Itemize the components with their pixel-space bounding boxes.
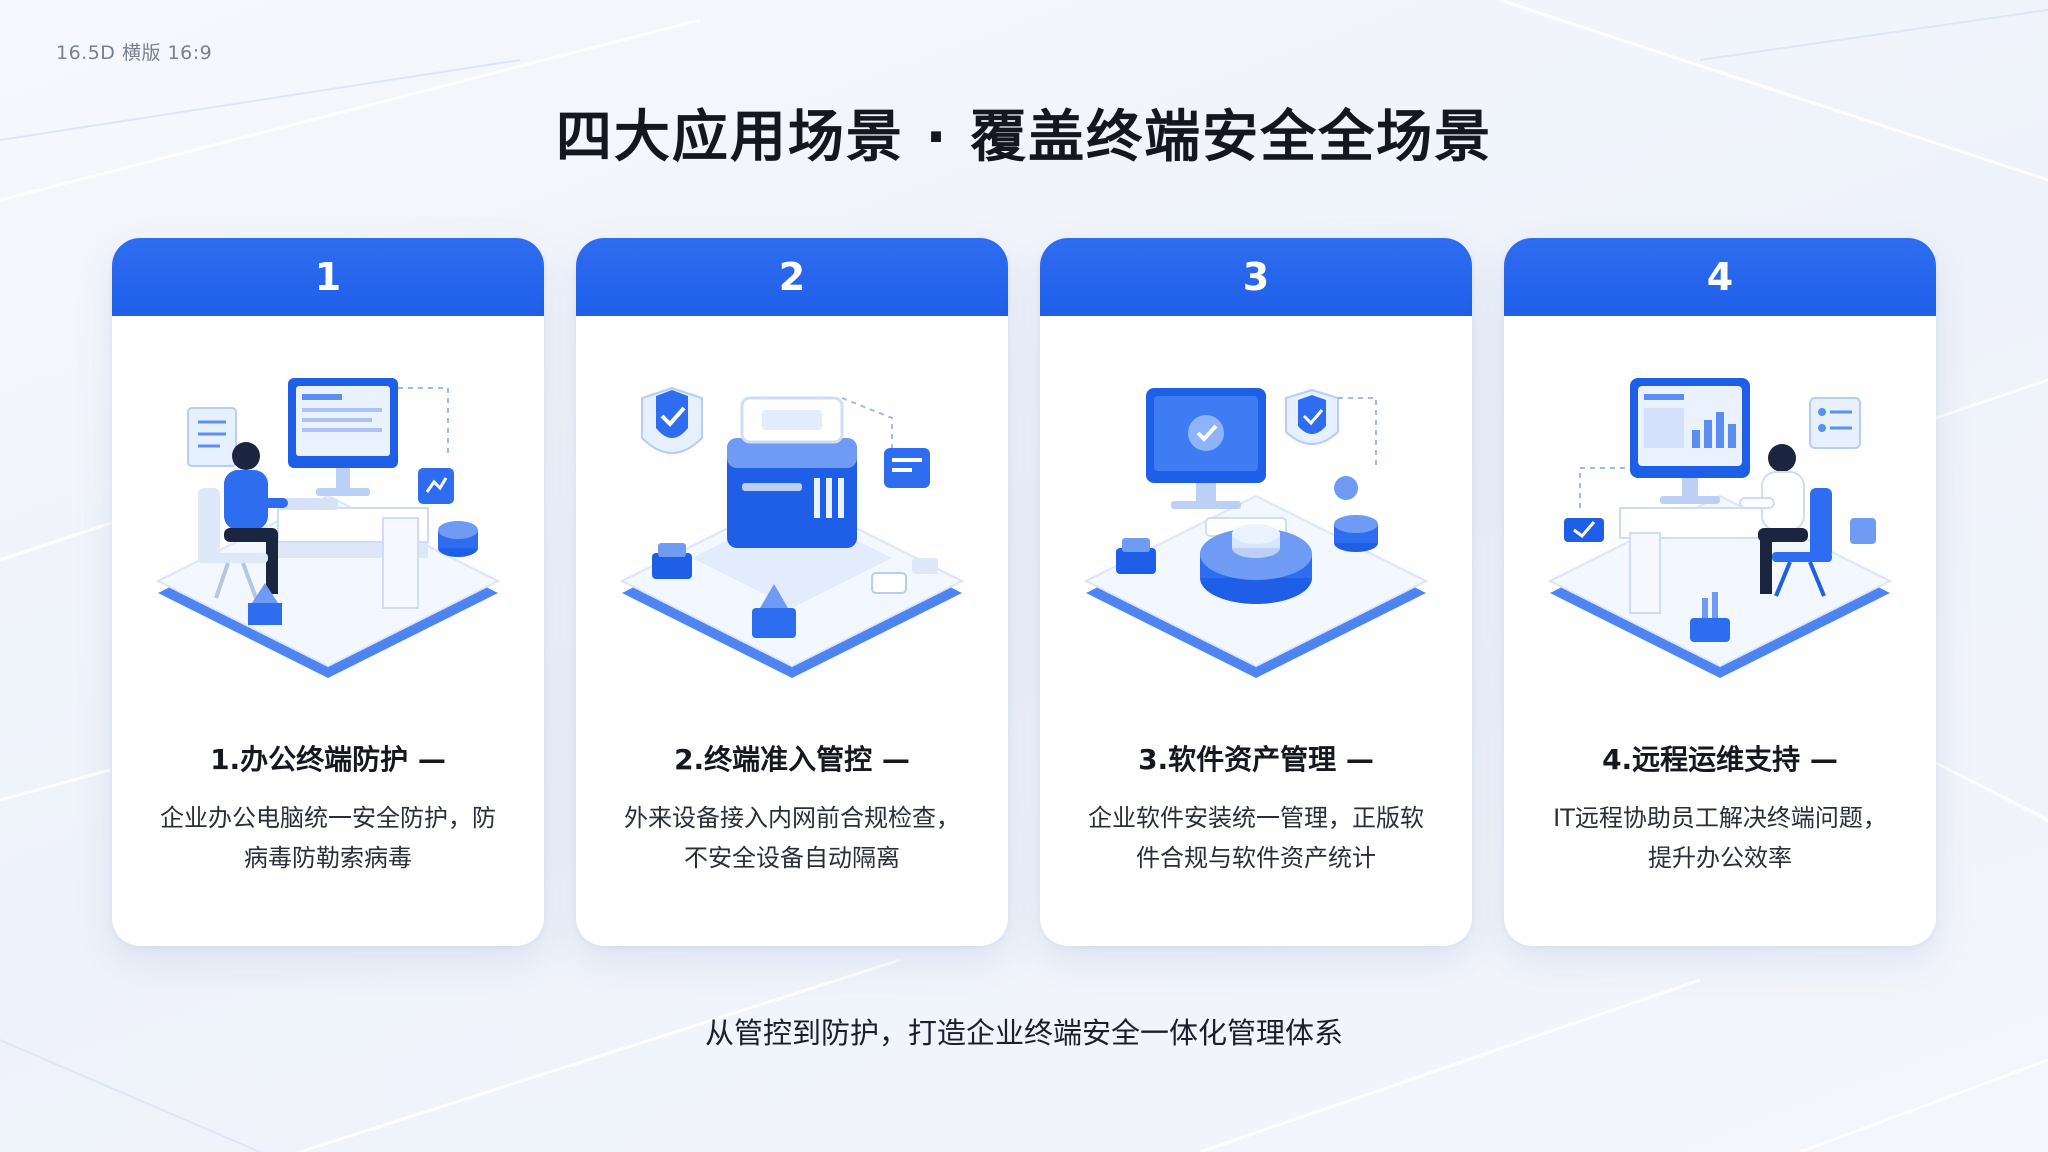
scenario-card-1: 1 — [112, 238, 544, 946]
scenario-cards: 1 — [112, 238, 1936, 946]
card-number-header: 1 — [112, 238, 544, 316]
card-title: 3.软件资产管理 — — [1138, 743, 1374, 776]
remote-support-illustration-icon — [1547, 378, 1893, 678]
page-title: 四大应用场景 · 覆盖终端安全全场景 — [555, 105, 1493, 170]
office-worker-illustration-icon — [155, 378, 501, 678]
scenario-card-3: 3 3.软件资产管理 — [1040, 238, 1472, 946]
footer-tagline: 从管控到防护，打造企业终端安全一体化管理体系 — [704, 1016, 1343, 1050]
monitor-database-illustration-icon — [1083, 388, 1429, 678]
scenario-card-4: 4 — [1504, 238, 1936, 946]
card-description: 企业办公电脑统一安全防护，防病毒防勒索病毒 — [160, 804, 496, 872]
card-title: 2.终端准入管控 — — [674, 743, 910, 776]
card-number-header: 2 — [576, 238, 1008, 316]
server-shield-illustration-icon — [619, 386, 965, 678]
card-description: IT远程协助员工解决终端问题，提升办公效率 — [1553, 804, 1887, 872]
card-title: 1.办公终端防护 — — [210, 743, 446, 776]
scenario-card-2: 2 2.终端准入管控 — 外 — [576, 238, 1008, 946]
card-description: 外来设备接入内网前合规检查，不安全设备自动隔离 — [624, 804, 960, 872]
card-description: 企业软件安装统一管理，正版软件合规与软件资产统计 — [1088, 804, 1424, 872]
card-title: 4.远程运维支持 — — [1602, 743, 1838, 776]
format-label: 16.5D 横版 16:9 — [56, 42, 213, 64]
card-number-header: 3 — [1040, 238, 1472, 316]
card-number-header: 4 — [1504, 238, 1936, 316]
